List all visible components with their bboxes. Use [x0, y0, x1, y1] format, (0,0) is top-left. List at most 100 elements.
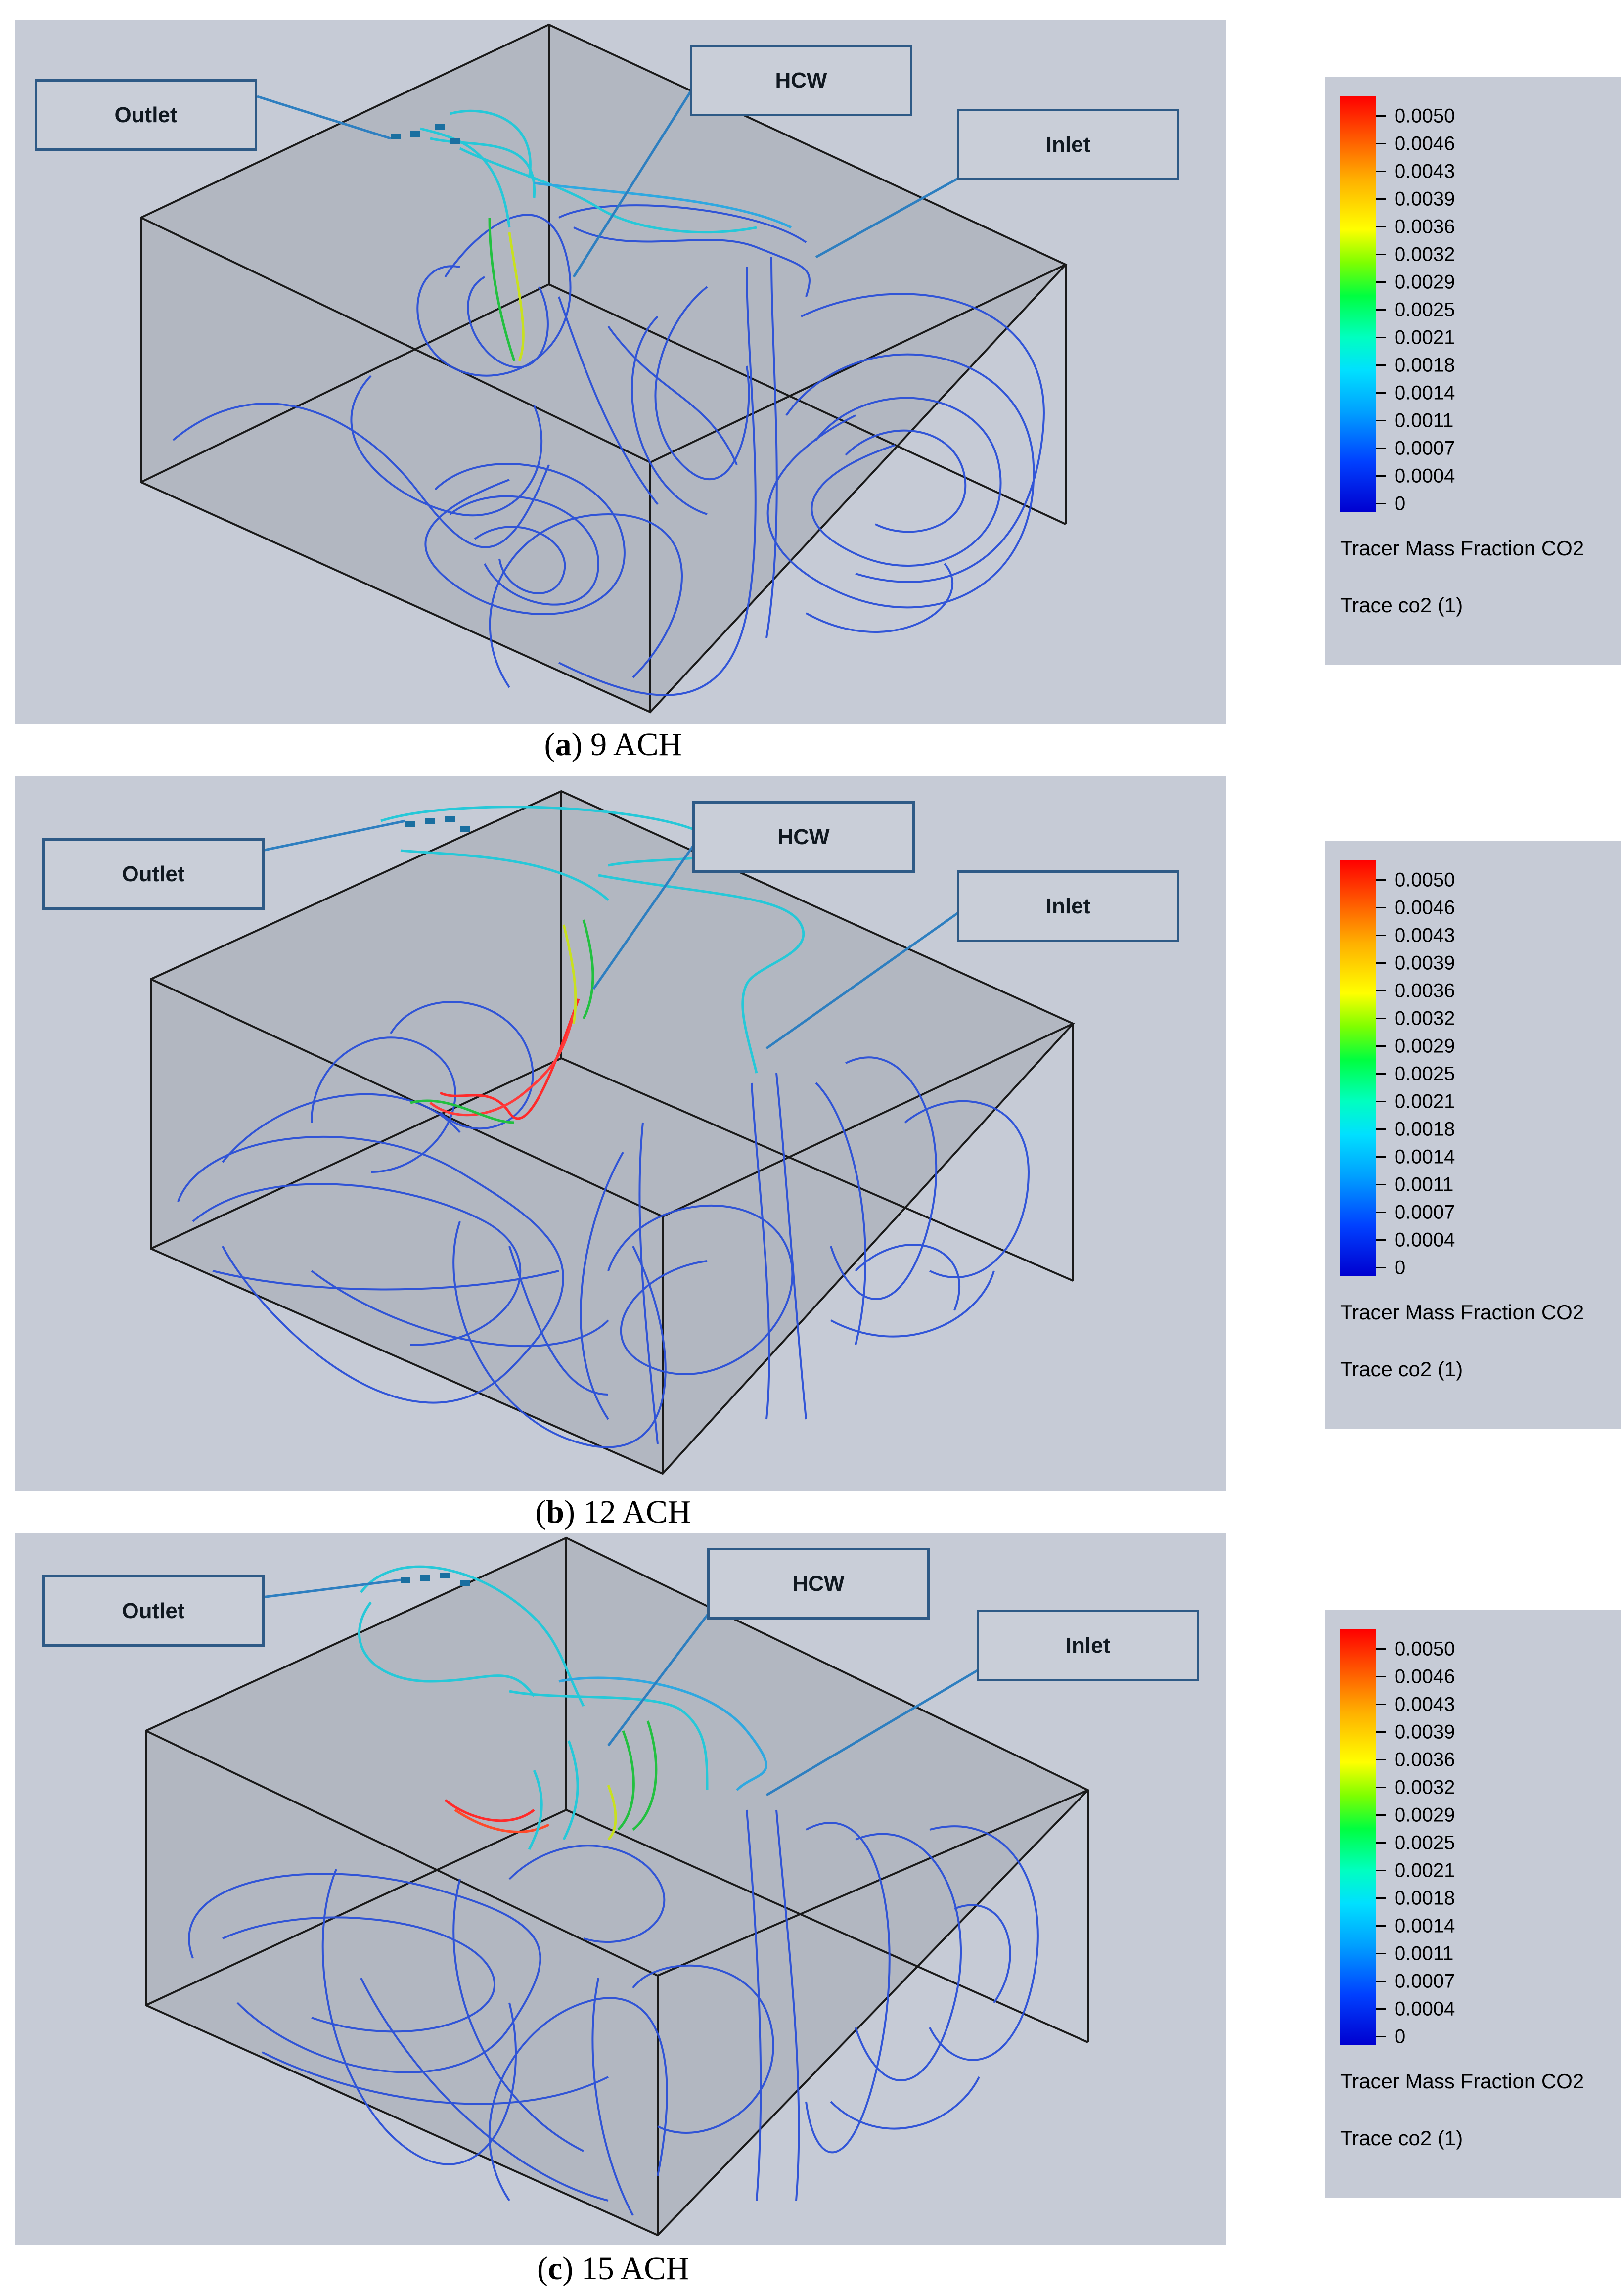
- tick-label-3: 0.0039: [1395, 188, 1455, 210]
- tick-label-12: 0.0007: [1395, 1201, 1455, 1223]
- tick-13: [1376, 2008, 1386, 2010]
- tick-7: [1376, 309, 1386, 311]
- tick-label-8: 0.0021: [1395, 1090, 1455, 1113]
- hcw-label: HCW: [707, 1548, 930, 1620]
- tick-label-10: 0.0014: [1395, 1146, 1455, 1168]
- tick-label-1: 0.0046: [1395, 897, 1455, 919]
- tick-label-5: 0.0032: [1395, 243, 1455, 266]
- tick-label-6: 0.0029: [1395, 1804, 1455, 1826]
- tick-label-11: 0.0011: [1395, 409, 1454, 432]
- tick-0: [1376, 879, 1386, 881]
- pointers-c: [262, 1578, 985, 1797]
- tick-label-7: 0.0025: [1395, 299, 1455, 321]
- streamline-plot-b: Outlet HCW Inlet: [15, 776, 1226, 1491]
- tick-7: [1376, 1842, 1386, 1844]
- legend-title: Tracer Mass Fraction CO2: [1340, 2070, 1584, 2093]
- legend-trace: Trace co2 (1): [1340, 593, 1463, 617]
- color-bar: [1340, 1629, 1376, 2045]
- color-bar: [1340, 96, 1376, 512]
- tick-1: [1376, 1676, 1386, 1677]
- tick-label-7: 0.0025: [1395, 1832, 1455, 1854]
- tick-10: [1376, 1156, 1386, 1158]
- hcw-label: HCW: [690, 45, 912, 116]
- tick-label-7: 0.0025: [1395, 1063, 1455, 1085]
- inlet-label: Inlet: [977, 1610, 1199, 1681]
- tick-label-13: 0.0004: [1395, 1998, 1455, 2020]
- tick-label-0: 0.0050: [1395, 1638, 1455, 1660]
- legend-title: Tracer Mass Fraction CO2: [1340, 1301, 1584, 1324]
- caption-text: 12 ACH: [575, 1494, 691, 1530]
- tick-1: [1376, 907, 1386, 908]
- panel-a: Outlet HCW Inlet 0.0050 0.0046 0.0043 0.…: [0, 0, 1621, 763]
- outlet-vents-c: [401, 1573, 470, 1586]
- tick-4: [1376, 1759, 1386, 1760]
- legend-trace: Trace co2 (1): [1340, 1357, 1463, 1381]
- tick-11: [1376, 1184, 1386, 1185]
- color-bar: [1340, 860, 1376, 1276]
- tick-6: [1376, 1814, 1386, 1816]
- tick-3: [1376, 198, 1386, 200]
- tick-label-13: 0.0004: [1395, 1229, 1455, 1251]
- panel-b: Outlet HCW Inlet 0.0050 0.0046 0.0043 0.…: [0, 762, 1621, 1530]
- streamlines-b: [177, 1000, 1030, 1448]
- tick-11: [1376, 1953, 1386, 1954]
- tick-label-2: 0.0043: [1395, 160, 1455, 182]
- tick-4: [1376, 226, 1386, 227]
- tick-label-14: 0: [1395, 2026, 1406, 2048]
- streamlines-c: [188, 1809, 1039, 2216]
- tick-label-12: 0.0007: [1395, 1970, 1455, 1992]
- caption-a: (a) 9 ACH: [544, 726, 682, 763]
- tick-label-8: 0.0021: [1395, 1859, 1455, 1882]
- tick-2: [1376, 1704, 1386, 1705]
- tick-11: [1376, 420, 1386, 421]
- tick-label-10: 0.0014: [1395, 382, 1455, 404]
- outlet-vents-b: [405, 816, 470, 832]
- streamlines-hot-a: [420, 109, 792, 361]
- tick-7: [1376, 1073, 1386, 1075]
- outlet-label: Outlet: [42, 838, 265, 910]
- tick-8: [1376, 1101, 1386, 1102]
- tick-label-9: 0.0018: [1395, 1118, 1455, 1140]
- legend-c: 0.0050 0.0046 0.0043 0.0039 0.0036 0.003…: [1325, 1610, 1621, 2198]
- tick-label-4: 0.0036: [1395, 980, 1455, 1002]
- tick-14: [1376, 2036, 1386, 2037]
- tick-12: [1376, 448, 1386, 449]
- tick-8: [1376, 1870, 1386, 1871]
- tick-label-11: 0.0011: [1395, 1942, 1454, 1965]
- tick-label-10: 0.0014: [1395, 1915, 1455, 1937]
- tick-3: [1376, 962, 1386, 964]
- streamline-plot-a: Outlet HCW Inlet: [15, 20, 1226, 724]
- tick-label-3: 0.0039: [1395, 952, 1455, 974]
- tick-label-11: 0.0011: [1395, 1173, 1454, 1196]
- room-box-a: [140, 23, 1068, 714]
- tick-12: [1376, 1981, 1386, 1982]
- tick-12: [1376, 1212, 1386, 1213]
- tick-14: [1376, 503, 1386, 504]
- tick-6: [1376, 1045, 1386, 1047]
- tick-0: [1376, 1648, 1386, 1650]
- tick-5: [1376, 254, 1386, 255]
- tick-label-5: 0.0032: [1395, 1776, 1455, 1799]
- tick-label-3: 0.0039: [1395, 1721, 1455, 1743]
- tick-label-6: 0.0029: [1395, 271, 1455, 293]
- streamline-svg-b: [150, 790, 1075, 1475]
- tick-9: [1376, 1897, 1386, 1899]
- tick-8: [1376, 337, 1386, 338]
- tick-label-0: 0.0050: [1395, 105, 1455, 127]
- streamline-svg-c: [145, 1536, 1090, 2237]
- tick-10: [1376, 392, 1386, 394]
- caption-text: 9 ACH: [582, 726, 682, 763]
- outlet-vents-a: [391, 124, 460, 144]
- caption-b: (b) 12 ACH: [535, 1494, 691, 1530]
- caption-letter: a: [555, 726, 572, 763]
- tick-label-4: 0.0036: [1395, 216, 1455, 238]
- tick-2: [1376, 171, 1386, 172]
- tick-3: [1376, 1731, 1386, 1733]
- tick-9: [1376, 1128, 1386, 1130]
- tick-13: [1376, 1239, 1386, 1241]
- room-box-c: [145, 1536, 1090, 2237]
- hcw-label: HCW: [692, 801, 915, 873]
- streamlines-hot-c: [358, 1565, 767, 1850]
- tick-5: [1376, 1018, 1386, 1019]
- tick-9: [1376, 364, 1386, 366]
